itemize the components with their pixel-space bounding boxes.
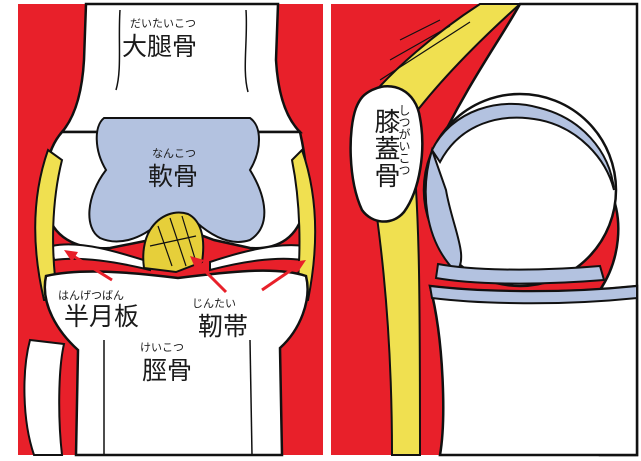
ligament-label: 靭帯 bbox=[198, 314, 248, 339]
cartilage-label: 軟骨 bbox=[148, 164, 198, 189]
panel-divider bbox=[323, 0, 331, 461]
tibia-side bbox=[430, 286, 637, 455]
tibia-label: 脛骨 bbox=[142, 358, 192, 383]
patella-label: 膝蓋骨 bbox=[372, 108, 398, 189]
femur-reading: だいたいこつ bbox=[130, 18, 196, 29]
cartilage-reading: なんこつ bbox=[152, 148, 196, 159]
side-view-panel bbox=[331, 4, 637, 455]
ligament-reading: じんたい bbox=[192, 298, 236, 309]
front-view-panel bbox=[18, 4, 323, 455]
tibia-reading: けいこつ bbox=[140, 342, 184, 353]
fibula bbox=[24, 340, 64, 455]
meniscus-reading: はんげつばん bbox=[58, 290, 124, 301]
patella-reading: しつがいこつ bbox=[398, 104, 410, 176]
femur-label: 大腿骨 bbox=[122, 34, 197, 59]
meniscus-label: 半月板 bbox=[64, 304, 139, 329]
